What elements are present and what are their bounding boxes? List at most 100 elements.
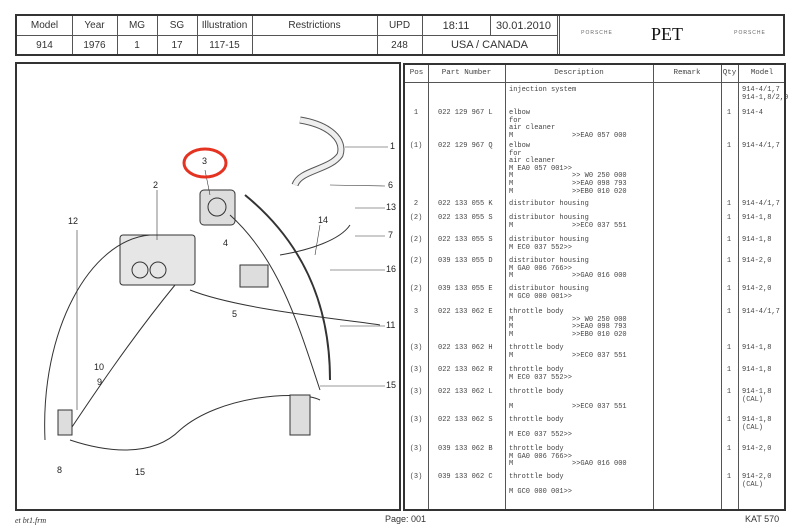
porsche-logo-left: PORSCHE	[581, 30, 613, 36]
row-pos: (3)	[409, 366, 423, 374]
col-remark: Remark	[673, 69, 701, 77]
row-description: M >>EA0 098 793	[509, 180, 627, 188]
mg-value: 1	[134, 40, 140, 51]
row-description: M GA0 006 766>>	[509, 452, 573, 461]
row-model: 914-1,8/2,0	[742, 93, 789, 102]
date: 30.01.2010	[495, 20, 552, 32]
callout-15-bottom[interactable]: 15	[135, 467, 146, 477]
row-qty: 1	[726, 388, 732, 396]
row-part-number: 022 133 062 H	[438, 344, 493, 352]
row-description: distributor housing	[509, 214, 589, 222]
callout-3[interactable]: 3	[202, 156, 208, 166]
row-part-number: 022 133 062 S	[438, 416, 493, 424]
mg-label: MG	[128, 20, 146, 31]
row-pos: 2	[413, 200, 419, 208]
row-model: 914-4	[742, 109, 764, 117]
col-model: Model	[750, 69, 774, 77]
porsche-logo-right: PORSCHE	[734, 30, 766, 36]
callout-4[interactable]: 4	[223, 238, 229, 248]
row-description: for	[509, 149, 522, 158]
row-pos: (2)	[409, 257, 423, 265]
file-name: et bt1.frm	[15, 516, 47, 525]
catalog-number: KAT 570	[745, 514, 780, 524]
exploded-diagram	[44, 116, 388, 451]
callout-6[interactable]: 6	[388, 180, 394, 190]
row-description: M >>EC0 037 551	[509, 351, 627, 360]
row-qty: 1	[726, 142, 732, 150]
sg-label: SG	[169, 20, 185, 31]
row-description: M EC0 037 552>>	[509, 243, 573, 252]
row-description: M >>GA0 016 000	[509, 272, 627, 281]
row-description: M GC0 000 001>>	[509, 292, 573, 301]
row-model: 914-1,8	[742, 344, 772, 352]
illustration-value: 117-15	[209, 40, 240, 51]
row-part-number: 022 129 967 L	[438, 109, 493, 117]
parts-illustration: /* callout labels positioned in markup b…	[15, 62, 401, 511]
col-qty: Qty	[722, 69, 737, 77]
callout-15-right[interactable]: 15	[386, 380, 397, 390]
row-model: 914-1,8	[742, 366, 772, 374]
callout-2[interactable]: 2	[153, 180, 159, 190]
row-description: M >> W0 250 000	[509, 315, 627, 324]
row-description: throttle body	[509, 366, 564, 374]
row-model: 914-1,8	[742, 388, 772, 396]
restrictions-label: Restrictions	[288, 20, 341, 31]
upd-value: 248	[391, 40, 408, 51]
row-part-number: 022 133 055 S	[438, 236, 493, 244]
parts-table: Pos Part Number Description Remark Qty M…	[403, 63, 789, 511]
row-description: distributor housing	[509, 257, 589, 265]
row-description: M EC0 037 552>>	[509, 373, 573, 382]
col-part-number: Part Number	[441, 69, 492, 77]
callout-7[interactable]: 7	[388, 230, 394, 240]
region: USA / CANADA	[450, 39, 529, 51]
row-part-number: 022 133 055 S	[438, 214, 493, 222]
row-pos: (3)	[409, 344, 423, 352]
row-description: M >>EB0 010 020	[509, 330, 627, 339]
row-description: M EC0 037 552>>	[509, 431, 573, 440]
row-description: air cleaner	[509, 124, 556, 133]
row-qty: 1	[726, 200, 732, 208]
row-description: elbow	[509, 142, 531, 150]
row-model: (CAL)	[742, 423, 764, 432]
callout-16[interactable]: 16	[386, 264, 397, 274]
row-part-number: 039 133 055 D	[438, 257, 493, 265]
callout-5[interactable]: 5	[232, 309, 238, 319]
illustration-label: Illustration	[201, 20, 248, 31]
callout-10[interactable]: 10	[94, 362, 105, 372]
callout-9[interactable]: 9	[97, 377, 103, 387]
row-description: distributor housing	[509, 200, 589, 208]
row-part-number: 039 133 055 E	[438, 285, 493, 293]
callout-12[interactable]: 12	[68, 216, 79, 226]
row-part-number: 022 133 062 E	[438, 308, 493, 316]
row-description: M >>GA0 016 000	[509, 460, 627, 469]
row-pos: 3	[413, 308, 419, 316]
row-pos: (3)	[409, 416, 423, 424]
row-description: throttle body	[509, 445, 564, 453]
row-qty: 1	[726, 109, 732, 117]
row-qty: 1	[726, 473, 732, 481]
callout-1[interactable]: 1	[390, 141, 396, 151]
row-description: throttle body	[509, 344, 564, 352]
row-pos: (3)	[409, 388, 423, 396]
row-pos: (3)	[409, 445, 423, 453]
year-label: Year	[84, 20, 105, 31]
callout-14[interactable]: 14	[318, 215, 329, 225]
row-description: air cleaner	[509, 157, 556, 166]
time: 18:11	[442, 20, 470, 32]
row-part-number: 022 133 062 L	[438, 388, 493, 396]
callout-8[interactable]: 8	[57, 465, 63, 475]
row-model: 914-1,8	[742, 214, 772, 222]
row-qty: 1	[726, 445, 732, 453]
row-description: throttle body	[509, 473, 564, 481]
row-part-number: 039 133 062 B	[438, 445, 493, 453]
row-description: throttle body	[509, 416, 564, 424]
col-description: Description	[554, 69, 604, 77]
callout-11[interactable]: 11	[386, 320, 396, 330]
row-pos: 1	[413, 109, 419, 117]
row-qty: 1	[726, 366, 732, 374]
row-part-number: 039 133 062 C	[438, 473, 493, 481]
row-part-number: 022 133 055 K	[438, 200, 493, 208]
row-description: throttle body	[509, 388, 564, 396]
callout-13[interactable]: 13	[386, 202, 397, 212]
row-description: M >> W0 250 000	[509, 172, 627, 181]
